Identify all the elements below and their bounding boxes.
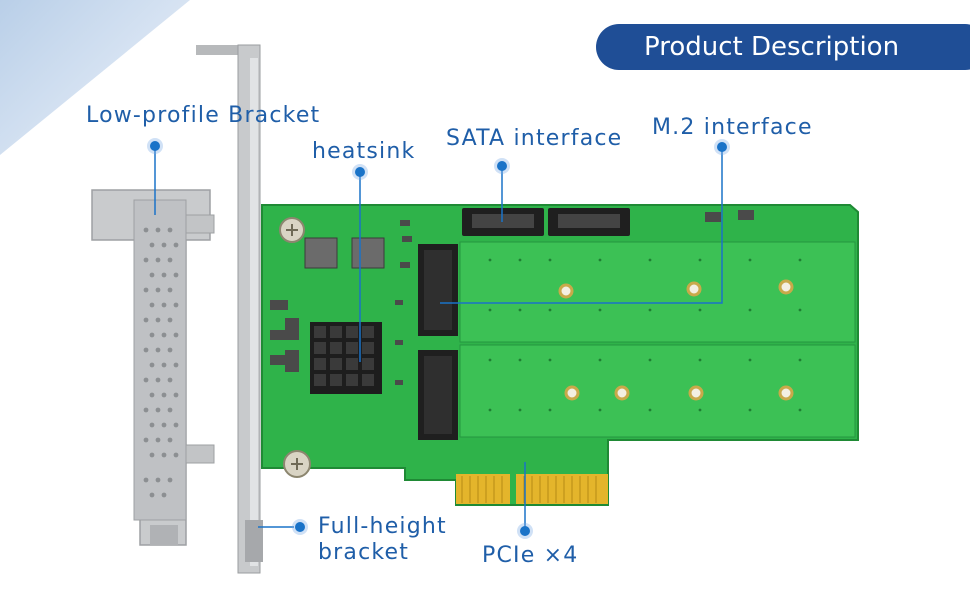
marker-low-profile bbox=[150, 141, 160, 151]
marker-m2 bbox=[717, 142, 727, 152]
pcie-gold-fingers bbox=[456, 474, 608, 504]
marker-pcie bbox=[520, 526, 530, 536]
m2-slots bbox=[418, 244, 458, 440]
label-full-height-line1: Full-height bbox=[318, 514, 447, 539]
marker-full-height bbox=[295, 522, 305, 532]
full-height-bracket bbox=[196, 44, 263, 574]
pcb-board bbox=[261, 204, 859, 506]
label-sata-interface: SATA interface bbox=[446, 126, 623, 151]
label-pcie-x4: PCIe ×4 bbox=[482, 543, 579, 568]
page-title: Product Description bbox=[596, 24, 970, 70]
label-low-profile-bracket: Low-profile Bracket bbox=[86, 103, 321, 128]
label-full-height-line2: bracket bbox=[318, 540, 410, 565]
heatsink-part bbox=[310, 322, 382, 394]
label-full-height-bracket: Full-height bracket bbox=[318, 514, 447, 566]
label-m2-interface: M.2 interface bbox=[652, 115, 813, 140]
marker-heatsink bbox=[355, 167, 365, 177]
sata-connectors bbox=[462, 208, 630, 236]
leader-lines bbox=[154, 146, 723, 528]
label-heatsink: heatsink bbox=[312, 139, 416, 164]
marker-sata bbox=[497, 161, 507, 171]
low-profile-bracket bbox=[91, 189, 215, 546]
